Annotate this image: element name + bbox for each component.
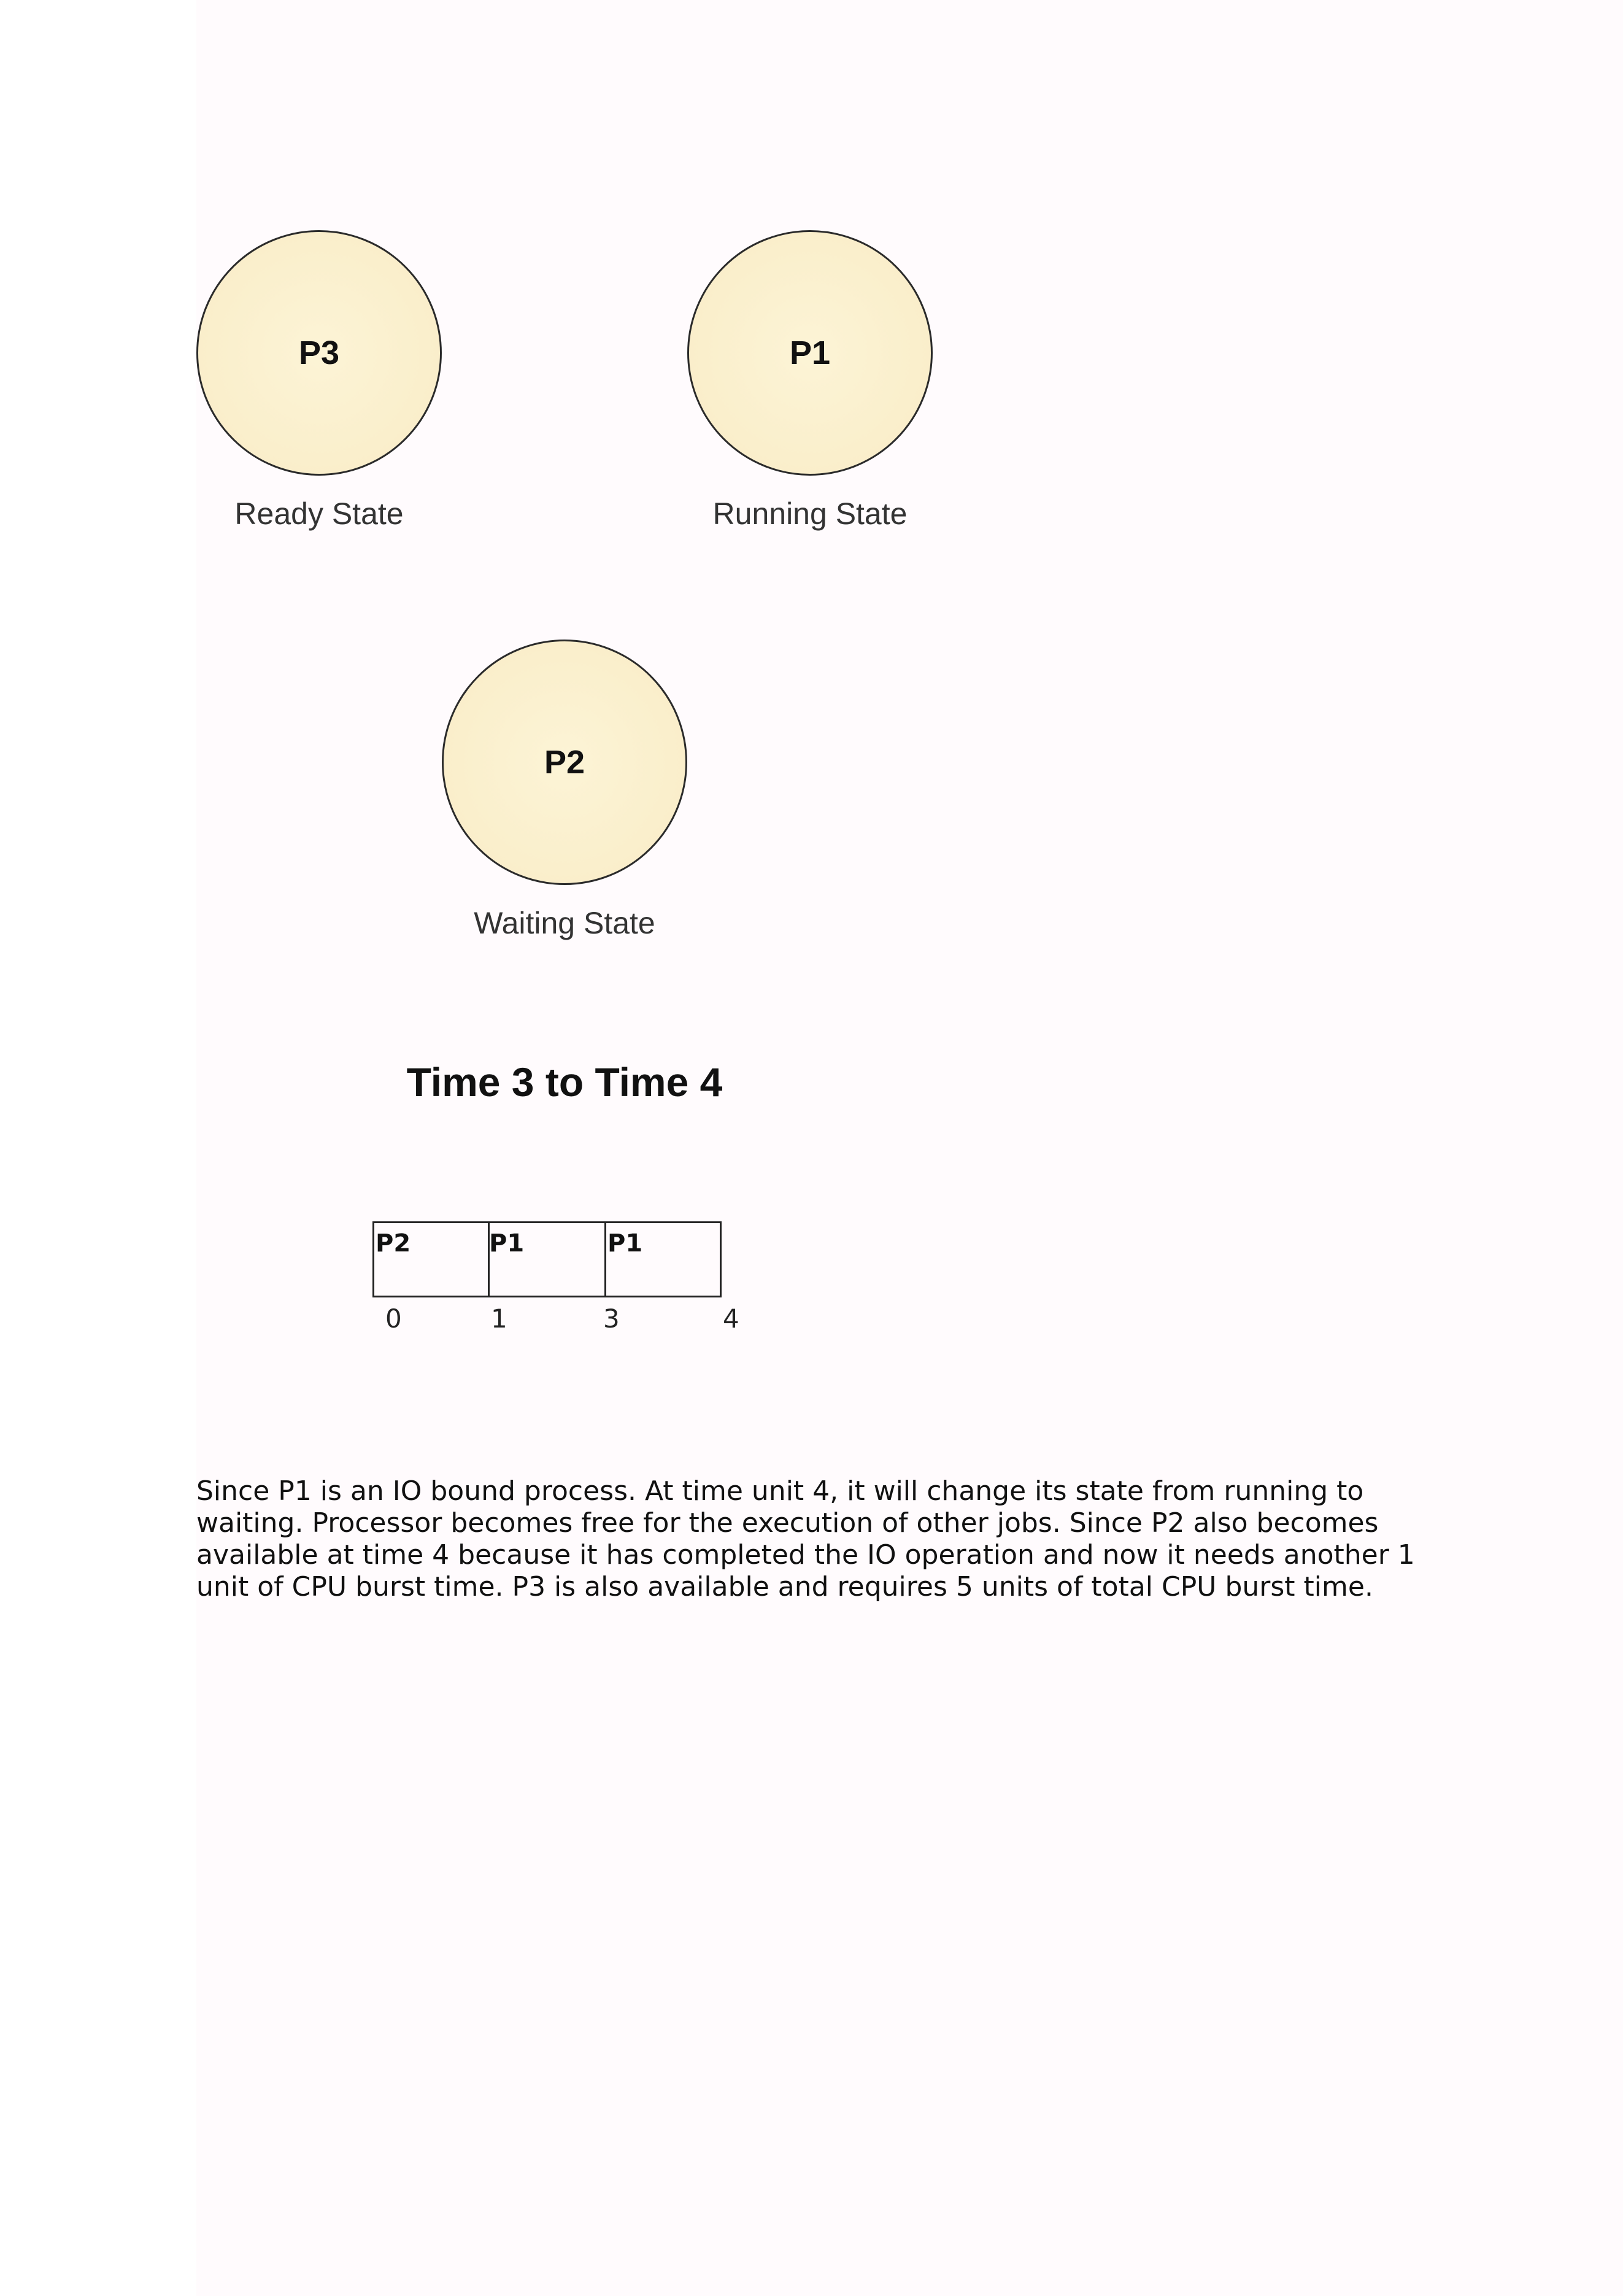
- ready-state-caption: Ready State: [234, 497, 404, 531]
- running-state-process-label: P1: [789, 334, 831, 371]
- gantt-tick-4: 4: [723, 1304, 739, 1334]
- ready-state-node: P3: [196, 230, 442, 476]
- gantt-block-p2: P2: [372, 1221, 490, 1297]
- gantt-tick-1: 1: [491, 1304, 507, 1334]
- gantt-tick-0: 0: [385, 1304, 402, 1334]
- gantt-tick-3: 3: [603, 1304, 620, 1334]
- gantt-block-label: P2: [376, 1229, 411, 1258]
- gantt-block-label: P1: [489, 1229, 525, 1258]
- waiting-state-node: P2: [442, 640, 687, 885]
- section-title: Time 3 to Time 4: [406, 1059, 723, 1105]
- ready-state-process-label: P3: [298, 334, 340, 371]
- waiting-state-caption: Waiting State: [474, 906, 655, 940]
- gantt-block-label: P1: [607, 1229, 643, 1258]
- running-state-caption: Running State: [712, 497, 908, 531]
- explanation-paragraph: Since P1 is an IO bound process. At time…: [196, 1475, 1415, 1602]
- gantt-block-p1-first: P1: [488, 1221, 606, 1297]
- running-state-node: P1: [687, 230, 933, 476]
- waiting-state-process-label: P2: [544, 744, 585, 781]
- gantt-block-p1-second: P1: [604, 1221, 722, 1297]
